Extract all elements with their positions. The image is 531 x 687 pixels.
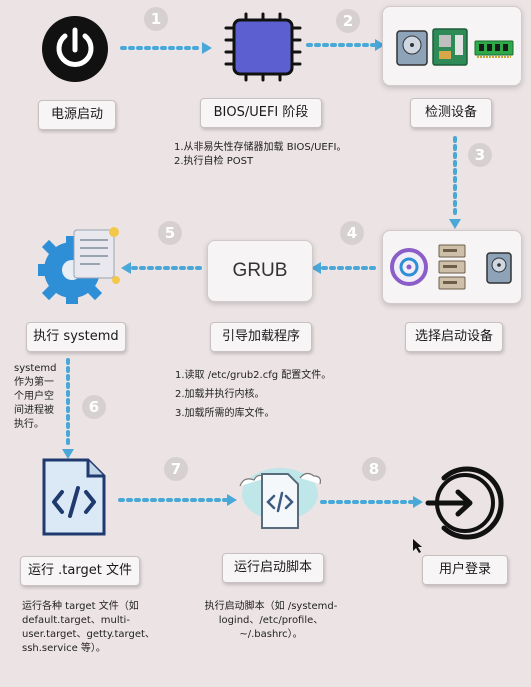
ram-icon	[474, 40, 514, 58]
code-file-icon	[38, 456, 110, 538]
grub-notes: 1.读取 /etc/grub2.cfg 配置文件。 2.加载并执行内核。 3.加…	[175, 366, 331, 423]
scripts-note-line: ~/.bashrc）。	[239, 629, 303, 640]
step-number-8: 8	[362, 457, 386, 481]
step-number-7: 7	[164, 457, 188, 481]
step-number-3: 3	[468, 143, 492, 167]
power-on-label: 电源启动	[38, 100, 116, 130]
grub-note-line: 2.加载并执行内核。	[175, 389, 265, 400]
bios-note-line: 2.执行自检 POST	[174, 156, 254, 167]
target-note-line: 运行各种 target 文件（如	[22, 601, 139, 612]
bios-uefi-label: BIOS/UEFI 阶段	[200, 98, 322, 128]
target-note-line: default.target、multi-	[22, 615, 130, 626]
server-icon	[438, 244, 466, 290]
grub-note-line: 3.加载所需的库文件。	[175, 408, 275, 419]
systemd-note-line: 执行。	[14, 419, 44, 430]
hard-drive-icon	[486, 252, 512, 284]
target-notes: 运行各种 target 文件（如 default.target、multi- u…	[22, 600, 155, 656]
step-number-2: 2	[336, 9, 360, 33]
step-number-4: 4	[340, 221, 364, 245]
login-icon	[422, 460, 508, 546]
user-login-label: 用户登录	[422, 555, 508, 585]
detect-devices-card	[382, 6, 522, 86]
detect-devices-label: 检测设备	[410, 98, 492, 128]
run-systemd-label: 执行 systemd	[26, 322, 126, 352]
bios-notes: 1.从非易失性存储器加载 BIOS/UEFI。 2.执行自检 POST	[174, 141, 346, 169]
gear-doc-icon	[28, 222, 124, 308]
select-boot-device-label: 选择启动设备	[405, 322, 503, 352]
run-startup-scripts-label: 运行启动脚本	[222, 553, 324, 583]
systemd-note-line: 个用户空	[14, 391, 54, 402]
grub-note-line: 1.读取 /etc/grub2.cfg 配置文件。	[175, 370, 332, 381]
grub-card: GRUB	[207, 240, 313, 302]
bootloader-label: 引导加载程序	[210, 322, 312, 352]
motherboard-icon	[432, 28, 468, 66]
scripts-notes: 执行启动脚本（如 /systemd- logind、/etc/profile、 …	[196, 600, 346, 642]
systemd-note-line: systemd	[14, 363, 57, 374]
grub-text: GRUB	[232, 260, 288, 281]
scripts-note-line: 执行启动脚本（如 /systemd-	[204, 601, 338, 612]
hard-drive-icon	[396, 30, 428, 66]
disc-icon	[390, 248, 428, 286]
systemd-notes: systemd 作为第一 个用户空 间进程被 执行。	[14, 362, 57, 432]
systemd-note-line: 作为第一	[14, 377, 54, 388]
power-icon	[38, 12, 112, 86]
cloud-code-icon	[232, 460, 326, 540]
scripts-note-line: logind、/etc/profile、	[218, 615, 324, 626]
step-number-6: 6	[82, 395, 106, 419]
step-number-5: 5	[158, 221, 182, 245]
bios-note-line: 1.从非易失性存储器加载 BIOS/UEFI。	[174, 142, 347, 153]
mouse-cursor-icon	[413, 538, 423, 553]
target-note-line: user.target、getty.target、	[22, 629, 155, 640]
cpu-chip-icon	[222, 12, 304, 82]
step-number-1: 1	[144, 7, 168, 31]
boot-device-card	[382, 230, 522, 304]
target-note-line: ssh.service 等）。	[22, 643, 106, 654]
run-target-label: 运行 .target 文件	[20, 556, 140, 586]
systemd-note-line: 间进程被	[14, 405, 54, 416]
